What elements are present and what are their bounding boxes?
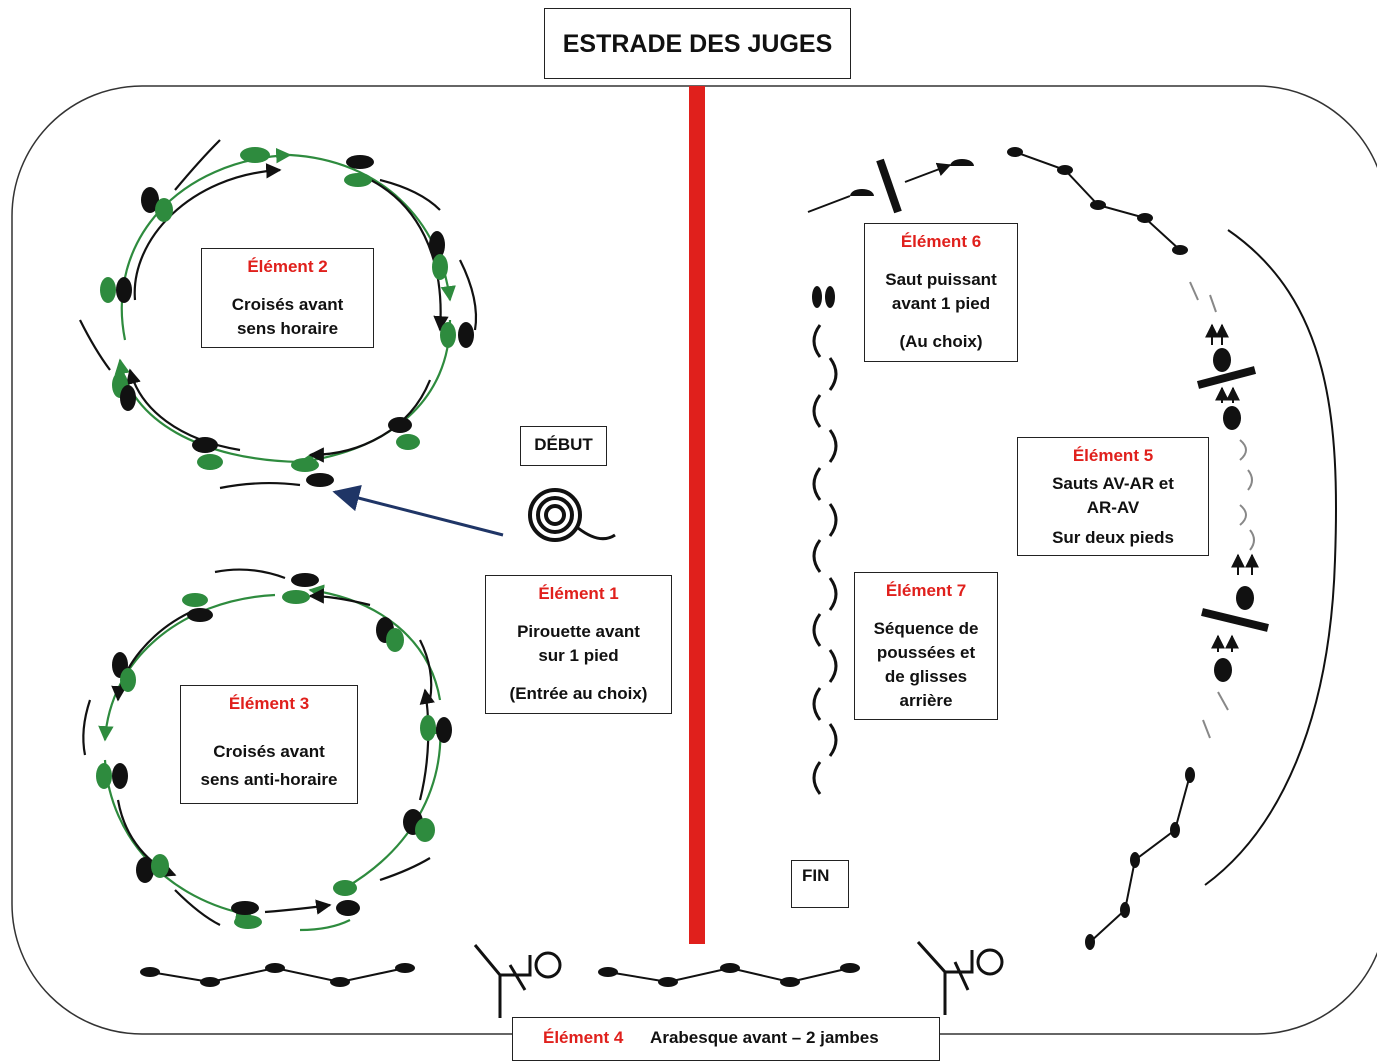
page-title: ESTRADE DES JUGES [562, 30, 833, 58]
element-6-footprints [850, 159, 974, 196]
element-7-line-1: Séquence de [873, 619, 979, 638]
element-1-line-1: Pirouette avant [517, 622, 640, 641]
element-6-track [807, 158, 952, 214]
end-label: FIN [802, 866, 830, 885]
element-6-box: Élément 6 Saut puissant avant 1 pied (Au… [864, 223, 1018, 362]
element-7-box: Élément 7 Séquence de poussées et de gli… [854, 572, 998, 720]
element-5-footprints [1007, 147, 1254, 950]
element-7-title: Élément 7 [885, 581, 967, 600]
element-5-dashes [1189, 281, 1255, 739]
element-7-footprints [812, 286, 835, 308]
element-5-title: Élément 5 [1072, 446, 1154, 465]
element-1-title: Élément 1 [538, 584, 619, 603]
element-4-line-1: Arabesque avant – 2 jambes [650, 1028, 879, 1047]
element-2-line-1: Croisés avant [231, 295, 344, 314]
element-4-box: Élément 4 Arabesque avant – 2 jambes [512, 1017, 940, 1061]
element-3-circle [82, 568, 449, 932]
element-7-line-3: de glisses [884, 667, 968, 686]
element-6-title: Élément 6 [900, 232, 982, 251]
element-5-box: Élément 5 Sauts AV-AR et AR-AV Sur deux … [1017, 437, 1209, 556]
arabesque-figure-1 [473, 944, 562, 1018]
element-7-track [812, 324, 838, 795]
element-5-line-2: AR-AV [1086, 498, 1140, 517]
element-3-box: Élément 3 Croisés avant sens anti-horair… [180, 685, 358, 804]
element-4-footprints [140, 963, 860, 987]
element-4-title: Élément 4 [543, 1028, 624, 1047]
element-2-box: Élément 2 Croisés avant sens horaire [201, 248, 374, 348]
judges-stand-title: ESTRADE DES JUGES [544, 8, 851, 79]
element-7-line-2: poussées et [876, 643, 976, 662]
element-1-line-3: (Entrée au choix) [509, 684, 648, 703]
element-5-line-1: Sauts AV-AR et [1052, 474, 1174, 493]
pirouette-symbol [528, 488, 616, 542]
start-marker: DÉBUT [520, 426, 607, 466]
element-7-line-4: arrière [899, 691, 953, 710]
element-5-bars [1196, 366, 1269, 632]
element-3-title: Élément 3 [228, 694, 310, 713]
end-marker: FIN [791, 860, 849, 908]
arabesque-figure-2 [916, 940, 1004, 1015]
element-6-line-3: (Au choix) [899, 332, 983, 351]
element-3-line-2: sens anti-horaire [200, 770, 338, 789]
element-2-footprints [100, 147, 474, 487]
element-3-footprints [96, 573, 452, 929]
start-arrow [332, 484, 504, 537]
element-1-box: Élément 1 Pirouette avant sur 1 pied (En… [485, 575, 672, 714]
element-6-line-1: Saut puissant [885, 270, 997, 289]
element-2-title: Élément 2 [247, 257, 328, 276]
center-line [689, 86, 705, 944]
element-1-line-2: sur 1 pied [538, 646, 619, 665]
element-5-line-3: Sur deux pieds [1052, 528, 1174, 547]
element-2-line-2: sens horaire [236, 319, 339, 338]
element-6-line-2: avant 1 pied [891, 294, 991, 313]
start-label: DÉBUT [534, 435, 593, 454]
element-3-line-1: Croisés avant [213, 742, 325, 761]
element-5-arrows [1205, 323, 1259, 652]
